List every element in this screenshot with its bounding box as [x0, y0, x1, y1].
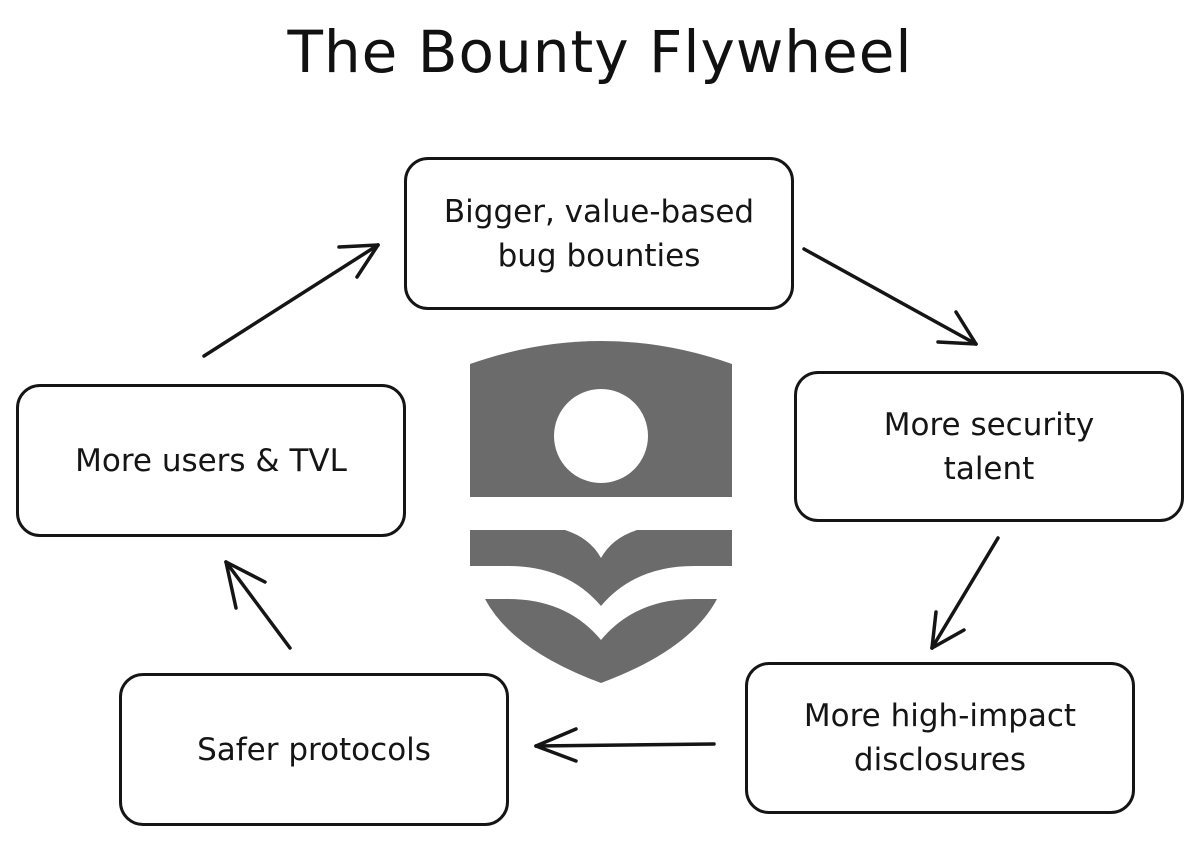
node-bottom-left-line-1: Safer protocols: [197, 731, 431, 768]
node-top-line-2: bug bounties: [497, 237, 701, 274]
node-left-line-1: More users & TVL: [75, 442, 347, 479]
diagram-title: The Bounty Flywheel: [287, 18, 913, 86]
arrow-left-to-top: [202, 243, 380, 358]
node-more-users-tvl: More users & TVL: [16, 384, 406, 537]
node-right-line-2: talent: [943, 450, 1035, 487]
node-bigger-value-based-bug-bounties: Bigger, value-based bug bounties: [404, 157, 794, 310]
arrow-bottom-right-to-bottom-left: [534, 727, 716, 763]
shield-middle-band: [470, 530, 732, 606]
shield-base: [485, 599, 717, 683]
node-bottom-right-line-2: disclosures: [853, 742, 1027, 778]
shield-logo: [470, 341, 732, 683]
arrow-right-to-bottom-right: [930, 536, 1000, 650]
node-top-line-1: Bigger, value-based: [443, 193, 755, 230]
node-bottom-right-line-1: More high-impact: [803, 698, 1077, 734]
shield-sun: [554, 389, 648, 483]
node-right-line-1: More security: [883, 406, 1095, 443]
arrow-top-to-right: [802, 247, 978, 346]
arrow-bottom-left-to-left: [224, 560, 292, 650]
node-safer-protocols: Safer protocols: [119, 673, 509, 826]
node-more-high-impact-disclosures: More high-impact disclosures: [745, 662, 1135, 814]
node-more-security-talent: More security talent: [794, 371, 1184, 522]
